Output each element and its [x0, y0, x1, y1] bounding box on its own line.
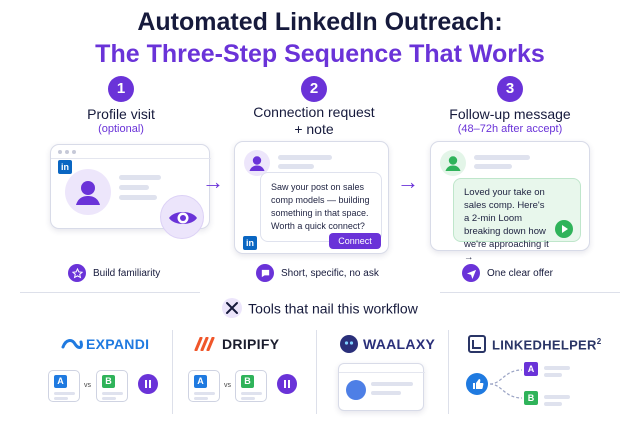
connection-card: Saw your post on sales comp models — bui…: [234, 141, 389, 254]
tool-expandi[interactable]: EXPANDI: [86, 336, 150, 352]
tool-linkedhelper[interactable]: LINKEDHELPER2: [492, 337, 601, 352]
eye-icon: [160, 195, 204, 239]
avatar: [346, 380, 366, 400]
waalaxy-profile-card: [338, 363, 425, 411]
outcome-3-label: One clear offer: [487, 267, 553, 279]
step-1-subtitle: (optional): [98, 123, 144, 135]
sender-avatar: [244, 150, 270, 176]
outcome-2: Short, specific, no ask: [256, 264, 379, 282]
browser-bar: [51, 145, 211, 159]
send-icon: [462, 264, 480, 282]
linkedin-icon: in: [58, 160, 72, 174]
variant-a-tag: A: [54, 375, 67, 388]
thumbs-up-icon: [466, 373, 488, 395]
dripify-logo-icon: [194, 336, 218, 352]
user-icon: [249, 156, 265, 171]
branch-connector: [489, 369, 523, 399]
tool-linkedhelper-sup: 2: [596, 337, 602, 346]
linkedin-icon: in: [243, 236, 257, 250]
tool-separator: [316, 330, 317, 414]
variant-b-tag: B: [524, 391, 538, 405]
variant-b-tag: B: [241, 375, 254, 388]
step-1-number: 1: [108, 76, 134, 102]
arrow-right-icon: →: [397, 169, 419, 194]
step-2-number: 2: [301, 76, 327, 102]
step-2-title: Connection request + note: [253, 104, 375, 137]
profile-avatar: [65, 169, 111, 215]
followup-message: Loved your take on sales comp. Here's a …: [453, 178, 581, 263]
step-1-title: Profile visit: [87, 106, 155, 122]
tool-separator: [448, 330, 449, 414]
recipient-avatar: [440, 150, 466, 176]
tool-dripify[interactable]: DRIPIFY: [222, 336, 280, 352]
outcome-1: Build familiarity: [68, 264, 160, 282]
divider-left: [20, 292, 200, 293]
variant-b-tag: B: [102, 375, 115, 388]
linkedhelper-logo-icon: [468, 335, 486, 353]
user-icon: [76, 181, 100, 205]
step-3-title: Follow-up message: [449, 106, 571, 122]
variant-b-card: B: [96, 370, 128, 402]
vs-label: vs: [224, 382, 231, 389]
play-icon[interactable]: [555, 220, 573, 238]
tool-separator: [172, 330, 173, 414]
variant-a-tag: A: [194, 375, 207, 388]
tools-icon: [222, 298, 243, 318]
connection-note: Saw your post on sales comp models — bui…: [260, 172, 382, 242]
outcome-2-label: Short, specific, no ask: [281, 267, 379, 279]
variant-b-card: B: [235, 370, 267, 402]
vs-label: vs: [84, 382, 91, 389]
variant-a-tag: A: [524, 362, 538, 376]
profile-card: in: [50, 144, 211, 229]
variant-a-card: A: [48, 370, 80, 402]
variant-a-card: A: [188, 370, 220, 402]
expandi-logo-icon: [60, 335, 84, 353]
title-line-1: Automated LinkedIn Outreach:: [137, 8, 503, 36]
step-3-subtitle: (48–72h after accept): [457, 123, 563, 135]
divider-right: [440, 292, 620, 293]
arrow-right-icon: →: [202, 169, 224, 194]
tool-linkedhelper-name: LINKEDHELPER: [492, 337, 597, 353]
outcome-1-label: Build familiarity: [93, 267, 161, 279]
star-icon: [68, 264, 86, 282]
tools-title: Tools that nail this workflow: [0, 298, 640, 320]
pause-icon[interactable]: [138, 374, 158, 394]
title-line-2: The Three-Step Sequence That Works: [95, 40, 545, 68]
tool-waalaxy[interactable]: WAALAXY: [363, 336, 436, 352]
waalaxy-logo-icon: [340, 335, 358, 353]
step-3-number: 3: [497, 76, 523, 102]
outcome-3: One clear offer: [462, 264, 553, 282]
chat-bubble-icon: [256, 264, 274, 282]
connect-button[interactable]: Connect: [329, 233, 381, 249]
tools-title-label: Tools that nail this workflow: [248, 300, 418, 317]
followup-card: Loved your take on sales comp. Here's a …: [430, 141, 590, 263]
user-icon: [445, 156, 461, 171]
pause-icon[interactable]: [277, 374, 297, 394]
